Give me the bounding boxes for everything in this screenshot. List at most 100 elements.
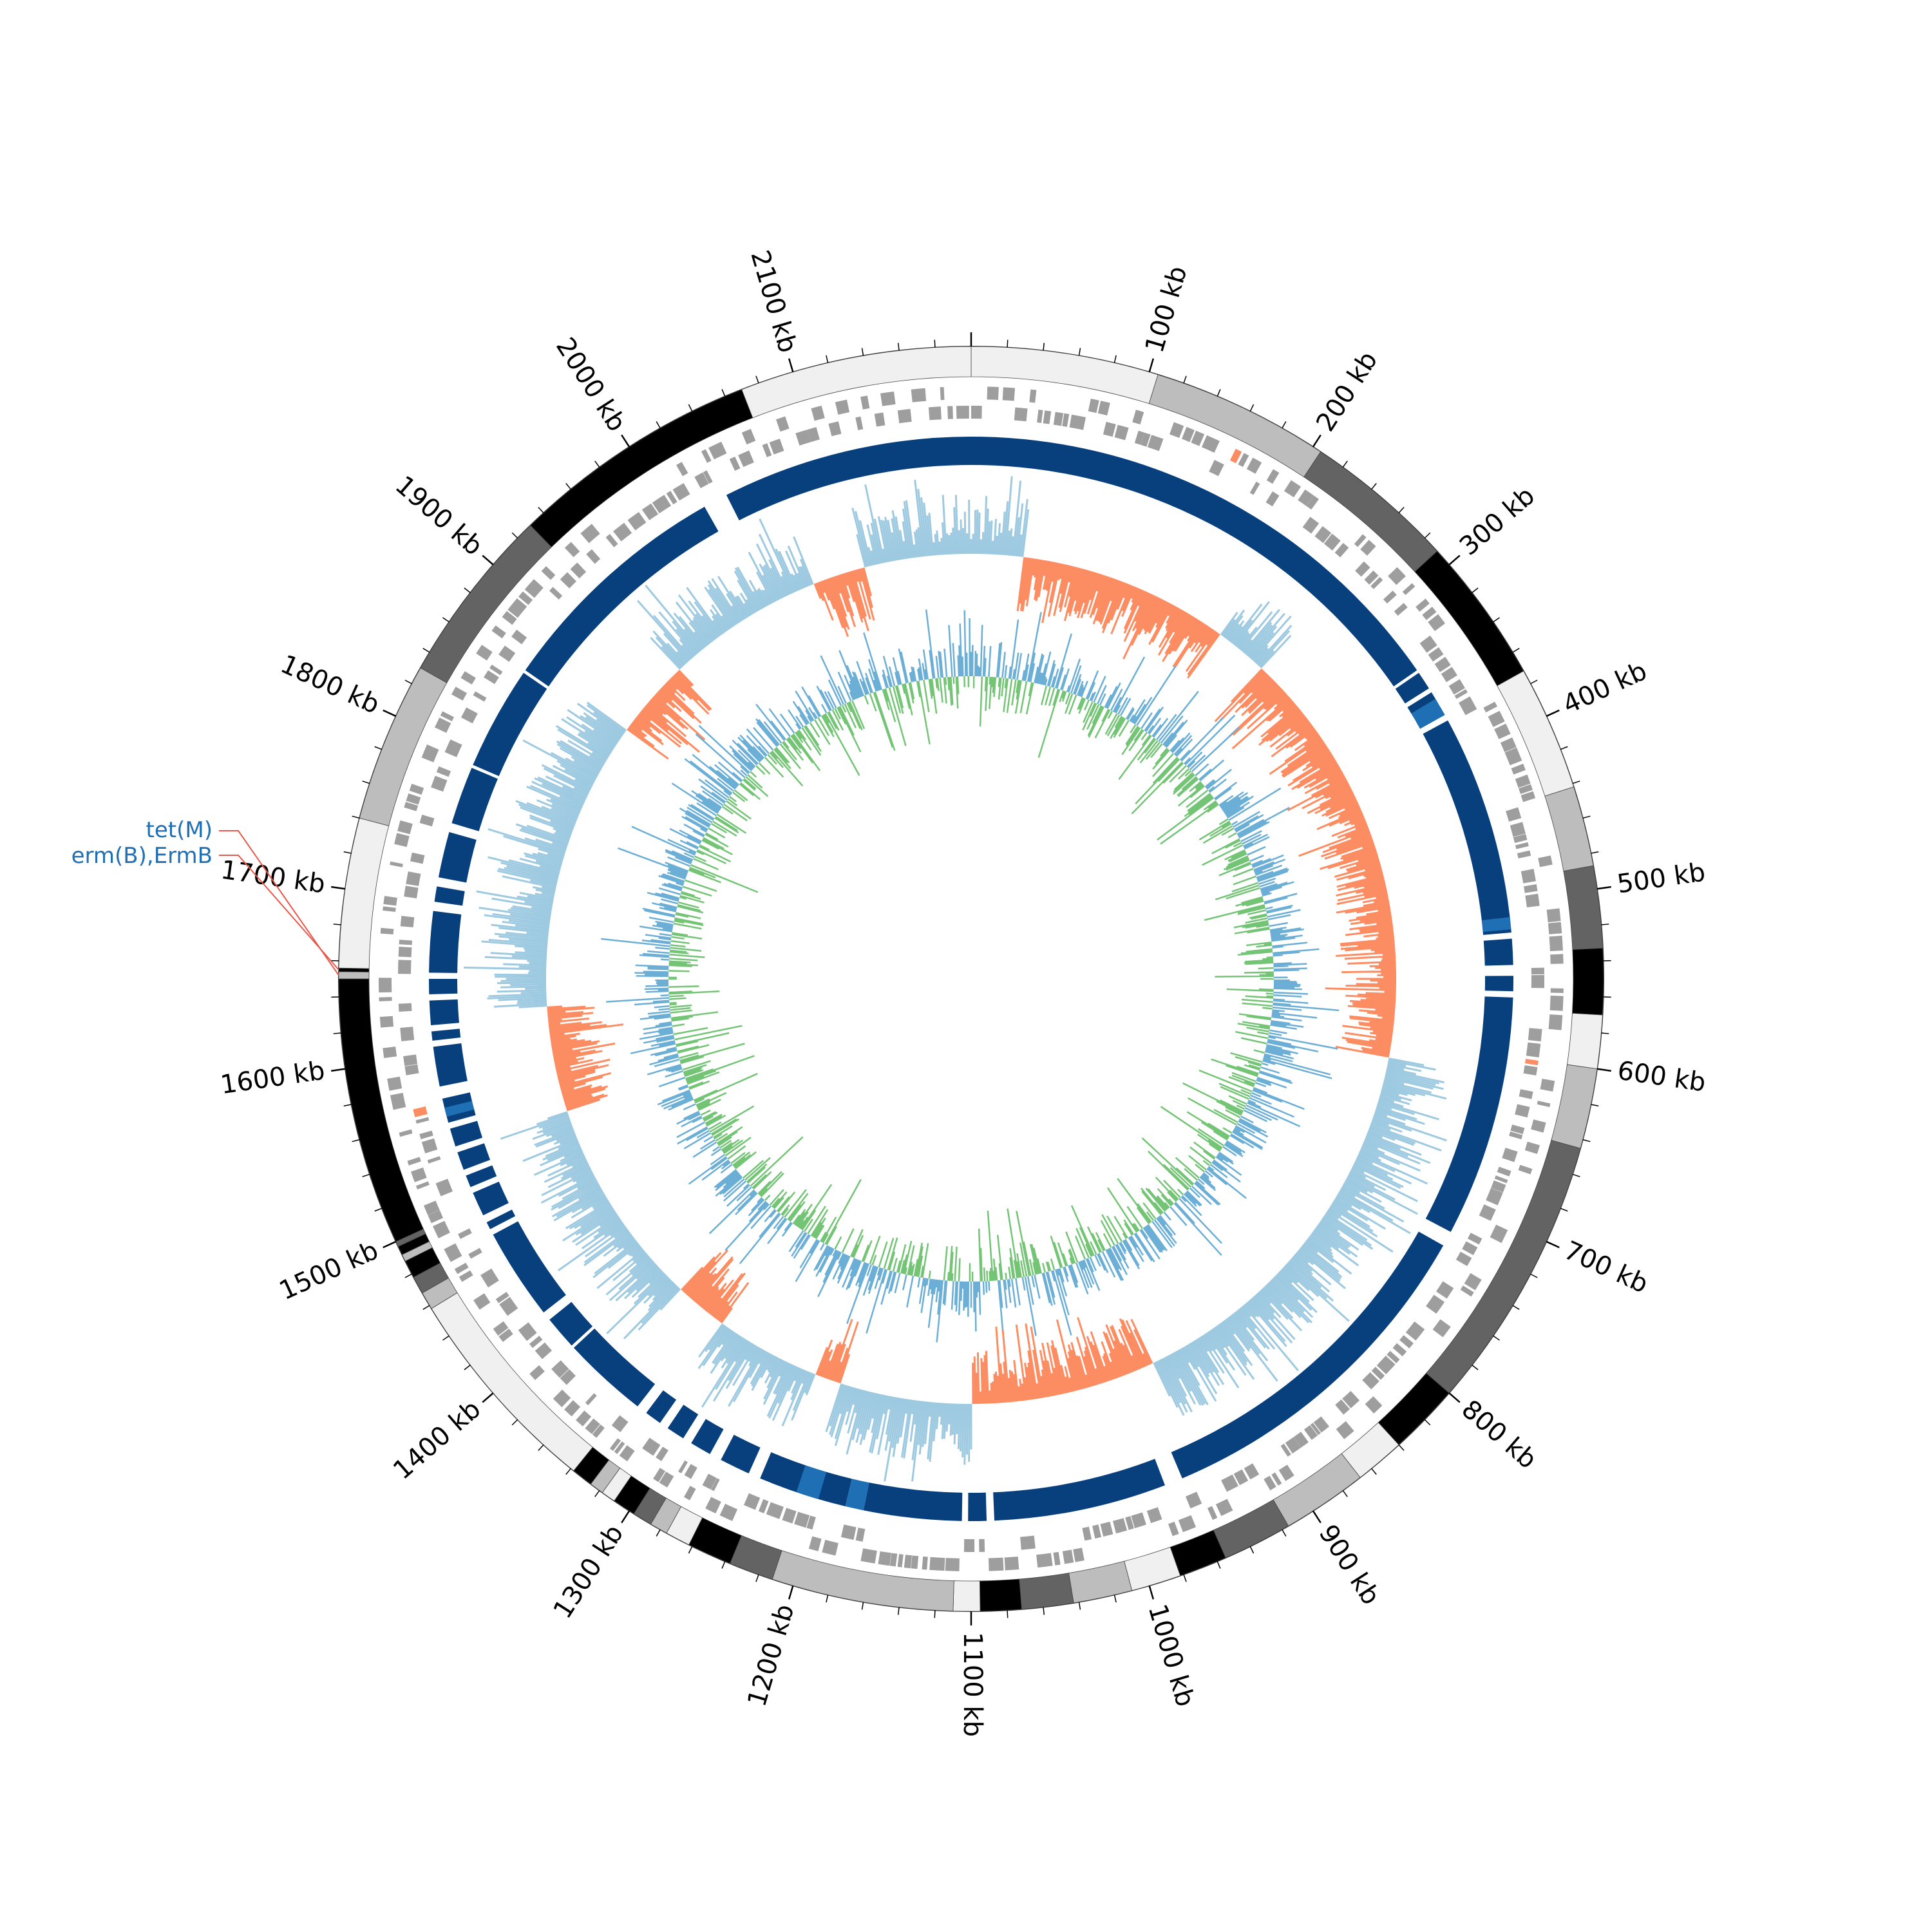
- cds-feature: [1548, 1014, 1563, 1030]
- contig-segment: [1414, 551, 1524, 687]
- minor-tick: [442, 617, 450, 623]
- cds-feature: [1043, 410, 1052, 424]
- major-tick: [383, 1240, 397, 1249]
- major-tick: [482, 1392, 494, 1403]
- cds-feature: [860, 1548, 877, 1564]
- cds-feature: [1112, 1518, 1128, 1534]
- tick-label: 1200 kb: [742, 1601, 800, 1710]
- tick-label: 1400 kb: [388, 1394, 486, 1486]
- cds-feature: [1283, 480, 1302, 498]
- cds-feature: [1519, 784, 1533, 794]
- cds-feature: [1455, 1251, 1472, 1267]
- cds-feature: [619, 1445, 635, 1462]
- gc-skew-negative: [668, 676, 1274, 1282]
- cds-feature: [560, 1369, 576, 1385]
- cds-feature: [423, 1200, 440, 1215]
- minor-tick: [1371, 483, 1377, 490]
- minor-tick: [362, 781, 370, 784]
- cds-feature: [1394, 603, 1408, 616]
- cds-feature: [828, 421, 842, 437]
- cds-feature: [1178, 1515, 1197, 1533]
- minor-tick: [1113, 1595, 1117, 1603]
- cds-feature: [987, 386, 999, 400]
- minor-tick: [1398, 507, 1405, 514]
- minor-tick: [656, 1529, 661, 1537]
- cds-feature: [1520, 791, 1536, 802]
- cds-feature: [1221, 1474, 1238, 1492]
- contig-segment: [338, 817, 390, 969]
- tick-label: 1500 kb: [275, 1235, 383, 1306]
- cds-feature: [1405, 1321, 1425, 1341]
- cds-feature: [489, 665, 503, 676]
- cds-feature: [1511, 763, 1526, 775]
- cds-feature: [678, 1460, 688, 1473]
- cds-feature: [642, 1437, 661, 1456]
- cds-feature: [1355, 561, 1370, 577]
- gene-leader-line: [219, 830, 339, 976]
- blast-hit-highlight: [1411, 699, 1445, 729]
- cds-feature: [580, 524, 600, 544]
- cds-feature: [1494, 723, 1511, 739]
- cds-feature: [1513, 833, 1528, 843]
- cds-feature: [1053, 1551, 1061, 1566]
- cds-feature: [498, 1329, 513, 1342]
- cds-feature: [1146, 1507, 1162, 1524]
- blast-hit: [466, 1165, 497, 1188]
- cds-feature: [666, 491, 677, 505]
- cds-feature: [440, 711, 455, 722]
- minor-tick: [861, 348, 864, 356]
- cds-feature: [444, 739, 462, 757]
- contig-ring: [338, 346, 1604, 1612]
- tick-label: 1000 kb: [1142, 1601, 1200, 1710]
- cds-feature: [956, 406, 969, 419]
- blast-hit: [993, 1459, 1165, 1521]
- tick-label: 2000 kb: [550, 332, 632, 437]
- minor-tick: [1078, 348, 1081, 356]
- cds-feature: [406, 793, 421, 805]
- tick-label: 400 kb: [1558, 656, 1651, 720]
- cds-feature: [415, 1181, 430, 1189]
- cds-feature: [1354, 534, 1367, 547]
- blast-hit: [433, 1043, 468, 1087]
- minor-tick: [1043, 1607, 1045, 1615]
- cds-feature: [570, 562, 587, 579]
- minor-tick: [343, 1104, 352, 1107]
- cds-feature: [811, 405, 825, 421]
- cds-feature: [1540, 1079, 1555, 1092]
- minor-tick: [1512, 1305, 1520, 1310]
- tick-label: 1800 kb: [276, 649, 384, 720]
- blast-hit: [438, 832, 477, 883]
- tick-label: 1100 kb: [958, 1632, 987, 1737]
- cds-feature: [940, 386, 945, 401]
- gc-skew-track: [601, 609, 1340, 1343]
- minor-tick: [333, 923, 341, 925]
- minor-tick: [1043, 343, 1045, 351]
- cds-feature: [1538, 855, 1553, 867]
- cds-feature: [541, 566, 556, 580]
- blast-hit-highlight: [796, 1465, 827, 1499]
- cds-feature: [738, 450, 754, 468]
- cds-feature: [758, 1499, 769, 1513]
- cds-feature: [1131, 1512, 1146, 1528]
- blast-hit: [968, 1492, 987, 1522]
- cds-feature: [1364, 570, 1379, 585]
- cds-feature: [1207, 1506, 1218, 1520]
- blast-hit: [473, 1181, 509, 1216]
- minor-tick: [1249, 1546, 1255, 1554]
- minor-tick: [565, 483, 571, 490]
- cds-feature: [1097, 401, 1110, 416]
- cds-feature: [1531, 1119, 1546, 1133]
- contig-segment: [1124, 1546, 1181, 1591]
- cds-feature: [1434, 656, 1451, 672]
- blast-hit: [971, 437, 1417, 687]
- cds-feature: [507, 598, 527, 618]
- blast-hit: [726, 437, 971, 520]
- cds-feature: [971, 406, 982, 419]
- cds-feature: [379, 997, 392, 1001]
- cds-feature: [1517, 850, 1531, 859]
- cds-feature: [729, 457, 741, 471]
- blast-hit-highlight: [845, 1479, 869, 1511]
- cds-feature: [398, 1003, 412, 1012]
- cds-feature: [1271, 1472, 1282, 1486]
- cds-feature: [1238, 453, 1249, 468]
